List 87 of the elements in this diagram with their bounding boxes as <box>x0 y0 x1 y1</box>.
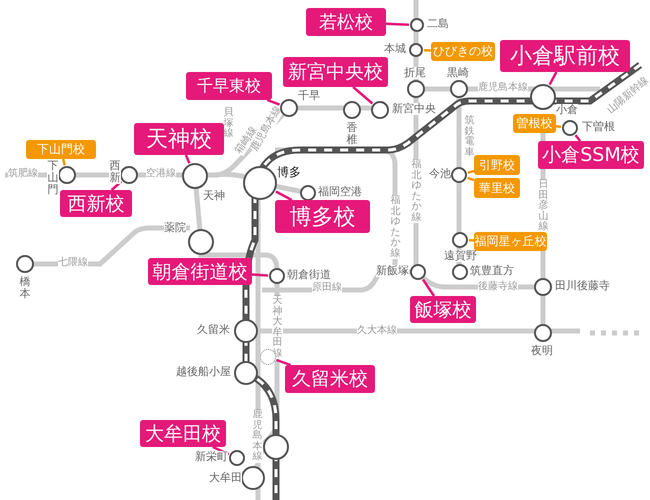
line-name-label: 山陽新幹線 <box>606 76 650 116</box>
station-circle <box>182 163 208 189</box>
station-name: 今池 <box>429 168 451 180</box>
station-circle <box>120 166 138 184</box>
line-name-label: 久大本線 <box>357 326 397 336</box>
school-callout: 天神校 <box>134 123 224 155</box>
station-name: 大牟田 <box>209 472 242 484</box>
station-name: 薬院 <box>164 222 186 234</box>
line-name-label: 貝塚線 <box>223 108 234 140</box>
line-name-label: 筑肥線 <box>8 169 38 180</box>
station-circle <box>409 43 423 57</box>
line-name-label: 空港線 <box>146 169 176 180</box>
station-circle <box>58 166 76 184</box>
school-callout: 新宮中央校 <box>283 57 388 87</box>
school-callout: 若松校 <box>306 8 386 36</box>
school-callout: 朝倉街道校 <box>148 258 252 285</box>
station-name: 新宮中央 <box>392 103 436 116</box>
station-name: 小倉 <box>556 104 578 116</box>
station-circle <box>343 101 361 119</box>
school-callout: 飯塚校 <box>410 296 476 323</box>
station-circle <box>300 185 316 201</box>
station-circle <box>241 466 265 490</box>
station-circle <box>451 167 467 183</box>
station-circle <box>280 99 298 117</box>
school-callout: 華里校 <box>474 178 520 198</box>
station-name: 香椎 <box>346 122 358 146</box>
station-name: 千早 <box>298 90 320 102</box>
station-circle <box>534 278 552 296</box>
station-name: 遠賀野 <box>444 250 477 262</box>
school-callout: 小倉SSM校 <box>538 141 644 169</box>
station-circle <box>16 255 34 273</box>
station-circle <box>452 264 468 280</box>
station-name: 越後船小屋 <box>176 366 231 378</box>
station-circle <box>243 166 277 200</box>
station-circle <box>188 229 214 255</box>
school-callout: ひびきの校 <box>431 42 495 61</box>
station-name: 黒崎 <box>447 67 469 80</box>
station-name: 本城 <box>384 43 406 56</box>
station-name: 田川後藤寺 <box>555 280 610 292</box>
school-callout: 西新校 <box>60 190 132 217</box>
station-name: 橋本 <box>19 276 32 300</box>
school-callout: 大牟田校 <box>140 420 226 447</box>
station-name: 久留米 <box>197 324 230 336</box>
station-name: 下山門 <box>47 160 60 196</box>
station-circle <box>263 434 289 460</box>
station-circle <box>530 84 556 110</box>
school-callout: 博多校 <box>275 200 370 233</box>
station-circle <box>407 80 425 98</box>
station-name: 夜明 <box>531 345 553 358</box>
station-circle <box>229 450 245 466</box>
school-callout: 下山門校 <box>26 140 96 159</box>
line-name-label: 鹿児島本線 <box>478 83 528 94</box>
station-circle <box>234 361 258 385</box>
station-name: 福岡空港 <box>318 186 362 198</box>
station-name: 西新 <box>109 160 122 184</box>
line-name-label: 福北ゆたか線 <box>411 160 422 223</box>
station-name: 新栄町 <box>195 451 228 464</box>
school-callout: 千早東校 <box>186 72 272 100</box>
station-circle <box>534 324 552 342</box>
line-name-label: 鹿児島本線 <box>252 410 263 462</box>
line-name-label: 福北ゆたか線 <box>390 196 401 259</box>
school-callout: 福岡星ヶ丘校 <box>474 232 547 251</box>
station-name: 博多 <box>277 166 301 180</box>
station-name: 新飯塚 <box>376 265 409 278</box>
station-name: 筑豊直方 <box>470 265 514 278</box>
station-name: 二島 <box>427 18 449 30</box>
station-circle <box>452 232 468 248</box>
line-name-label: 原田線 <box>312 283 342 294</box>
line-name-label: 七隈線 <box>58 258 88 268</box>
line-name-label: 日田彦山線 <box>538 180 549 232</box>
station-name: 下曽根 <box>582 121 615 134</box>
school-callout: 曽根校 <box>513 114 556 133</box>
station-name: 朝倉街道 <box>287 269 331 282</box>
school-callout: 久留米校 <box>285 365 375 393</box>
station-circle <box>269 268 285 284</box>
station-name: 天神 <box>203 190 225 202</box>
station-circle <box>450 80 468 98</box>
station-name: 折尾 <box>404 67 426 80</box>
line-name-label: 後藤寺線 <box>478 282 518 292</box>
station-circle <box>562 120 578 136</box>
station-circle <box>410 18 424 32</box>
school-callout: 小倉駅前校 <box>500 40 630 72</box>
station-circle <box>371 101 389 119</box>
school-callout: 引野校 <box>474 155 520 175</box>
station-circle <box>234 319 258 343</box>
line-name-label: 筑鉄電車 <box>464 116 475 158</box>
station-circle <box>410 264 426 280</box>
